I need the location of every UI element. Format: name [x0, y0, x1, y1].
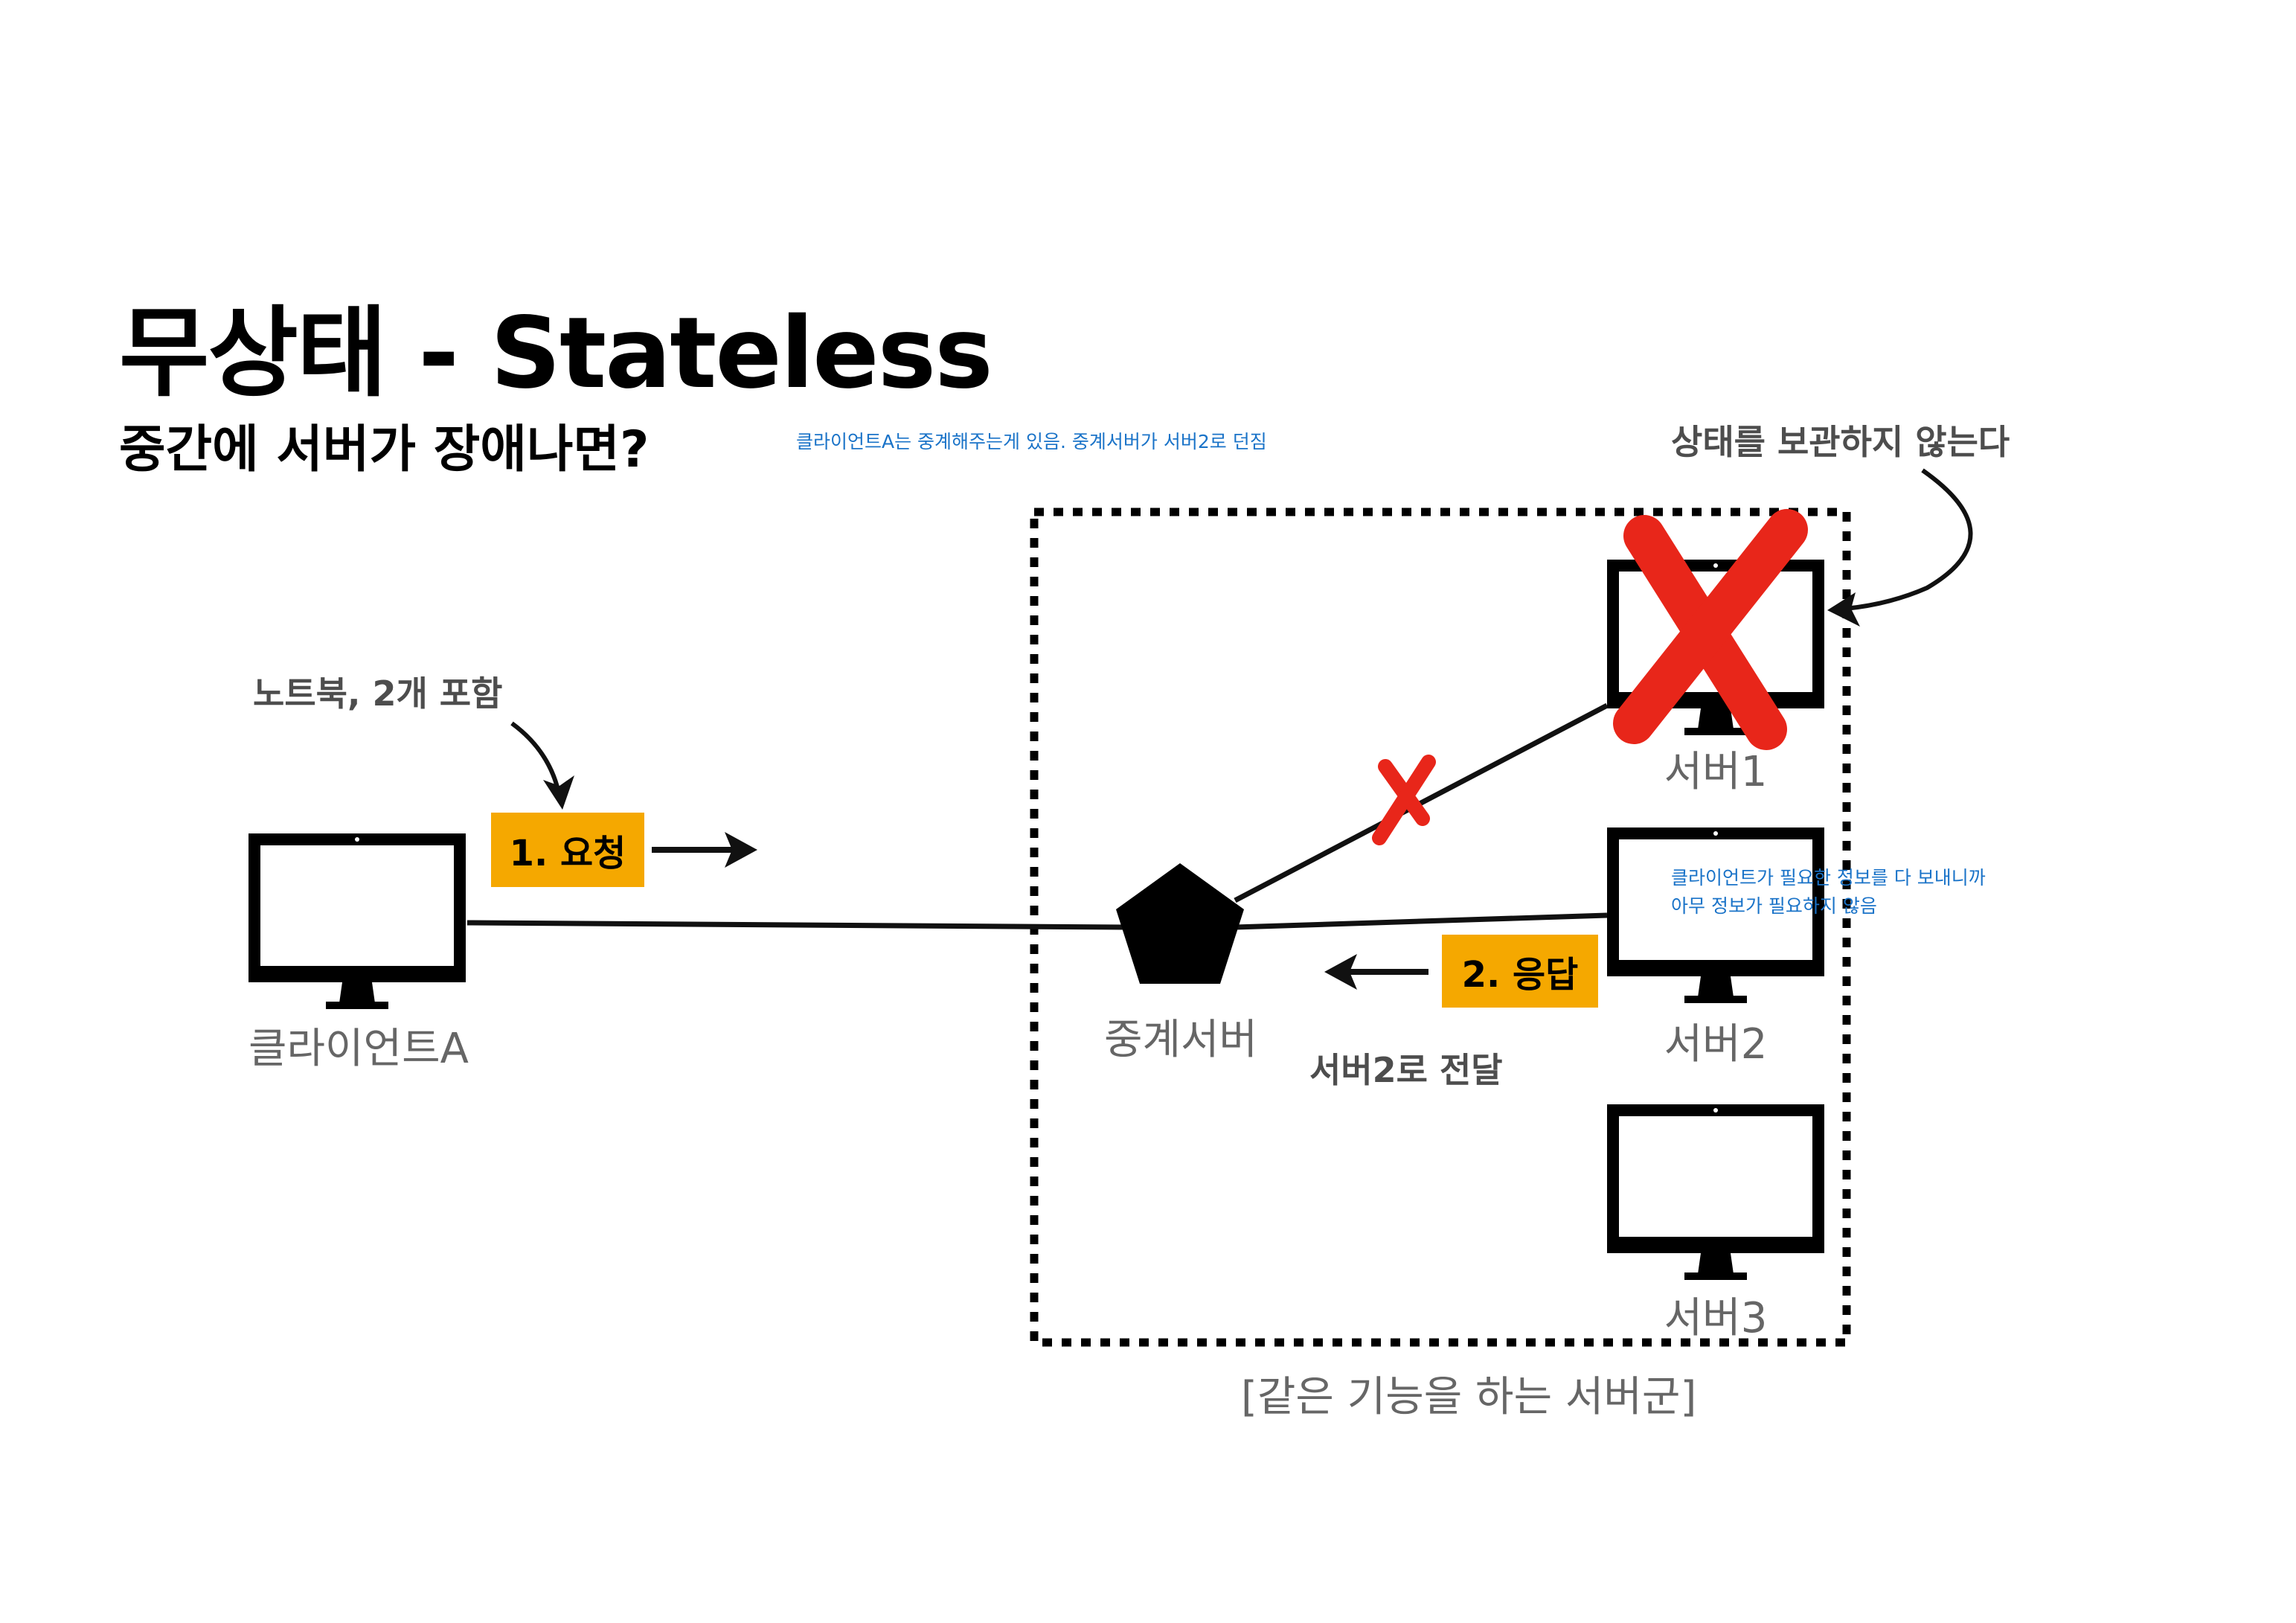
page-title: 무상태 - Stateless: [119, 296, 993, 411]
server2-label: 서버2: [1664, 1020, 1768, 1069]
stateless-note-arrow: [1827, 468, 1973, 627]
relay-to-server1-line: [1234, 702, 1609, 903]
server-annotation-line1: 클라이언트가 필요한 정보를 다 보내니까: [1671, 867, 1986, 889]
client-monitor-icon: [248, 833, 466, 1009]
response-label-box: 2. 응답: [1442, 935, 1598, 1008]
server3-label: 서버3: [1664, 1294, 1768, 1342]
forward-annotation: 서버2로 전달: [1309, 1050, 1503, 1090]
laptop-note-arrow: [510, 721, 574, 810]
relay-to-server2-line: [1234, 912, 1608, 930]
server1-failure-x-icon: [1613, 509, 1808, 750]
client-to-relay-line: [466, 920, 1126, 930]
relay-server-icon: [1116, 863, 1244, 984]
relay-server-label: 중계서버: [1104, 1016, 1258, 1064]
response-label: 2. 응답: [1461, 954, 1579, 996]
server3-monitor-icon: [1607, 1104, 1824, 1280]
client-label: 클라이언트A: [248, 1025, 469, 1073]
stateless-annotation: 상태를 보관하지 않는다: [1671, 422, 2010, 462]
request-label: 1. 요청: [509, 833, 626, 874]
connection-failure-x-icon: [1372, 755, 1436, 845]
response-arrow: [1324, 954, 1428, 990]
server-annotation-line2: 아무 정보가 필요하지 않음: [1671, 895, 1877, 917]
server-cluster-label: [같은 기능을 하는 서버군]: [1241, 1373, 1697, 1421]
request-arrow: [652, 832, 757, 868]
page-subtitle: 중간에 서버가 장애나면?: [119, 420, 650, 479]
relay-annotation: 클라이언트A는 중계해주는게 있음. 중계서버가 서버2로 던짐: [796, 431, 1267, 452]
server1-label: 서버1: [1664, 748, 1768, 796]
laptop-annotation: 노트북, 2개 포함: [253, 673, 503, 714]
request-label-box: 1. 요청: [491, 813, 644, 887]
